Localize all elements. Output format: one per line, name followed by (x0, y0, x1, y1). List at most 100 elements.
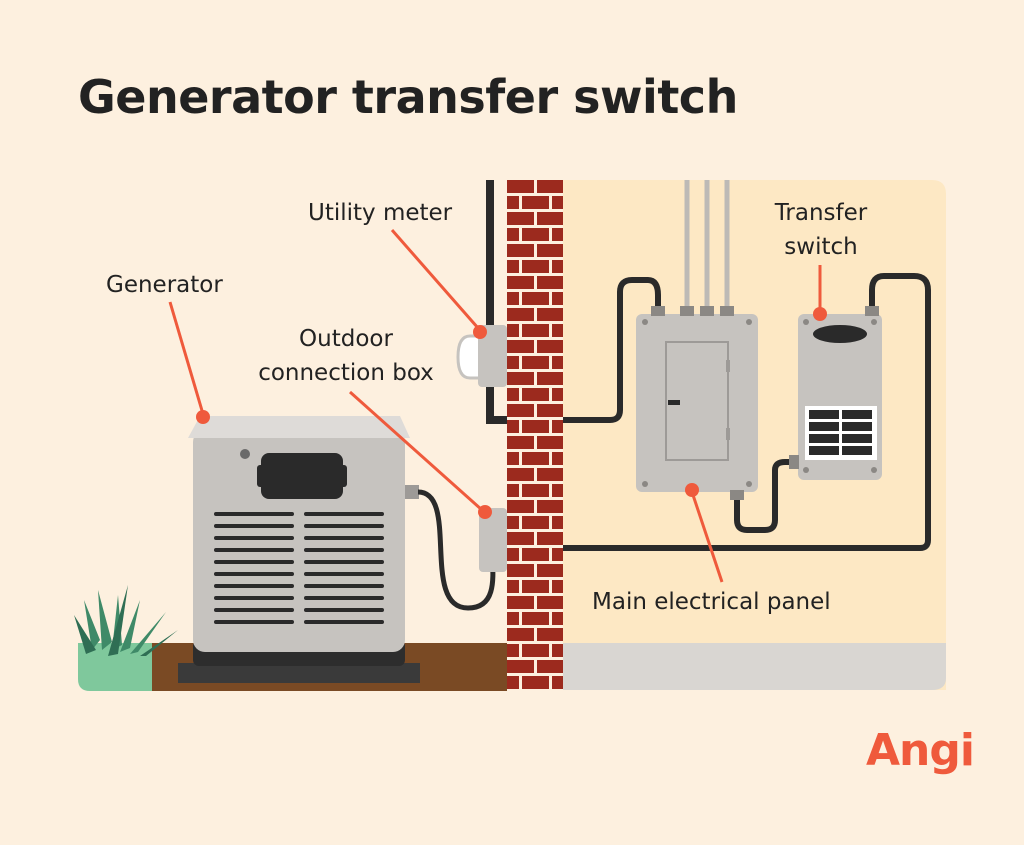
transfer-switch-dot (813, 307, 827, 321)
brick (537, 532, 563, 545)
label-transfer-line1: Transfer (774, 200, 868, 226)
brick (537, 436, 563, 449)
brick (507, 516, 519, 529)
brick (552, 420, 563, 433)
brick (552, 548, 563, 561)
brick (552, 260, 563, 273)
brick (522, 420, 549, 433)
brick (537, 596, 563, 609)
vent-slot (214, 620, 294, 624)
brick (507, 468, 534, 481)
grille-slot (842, 434, 872, 443)
vent-slot (214, 548, 294, 552)
brick (537, 340, 563, 353)
brick (552, 356, 563, 369)
label-outdoor-line2: connection box (258, 360, 434, 386)
label-utility-meter-text: Utility meter (308, 200, 453, 226)
interior-wiring (563, 273, 931, 551)
brick (507, 676, 519, 689)
brick (507, 404, 534, 417)
outdoor-box-dot (478, 505, 492, 519)
callouts (168, 229, 827, 583)
vent-slot (214, 608, 294, 612)
brick (552, 644, 563, 657)
main-panel-pointer (690, 491, 724, 583)
brick (537, 276, 563, 289)
brick (507, 356, 519, 369)
brick (507, 612, 519, 625)
vent-slot (304, 608, 384, 612)
brick (507, 644, 519, 657)
brick (507, 292, 519, 305)
brick (552, 388, 563, 401)
utility-meter-dot (473, 325, 487, 339)
brick (507, 628, 534, 641)
vent-slot (304, 572, 384, 576)
brick (507, 484, 519, 497)
brick (522, 484, 549, 497)
grille-slot (809, 410, 839, 419)
brick (507, 436, 534, 449)
brick (522, 516, 549, 529)
grille-slot (809, 422, 839, 431)
brick (522, 356, 549, 369)
label-main-electrical-panel: Main electrical panel (592, 585, 831, 619)
brick (537, 404, 563, 417)
brick (522, 676, 549, 689)
utility-meter (478, 325, 507, 387)
brick (522, 580, 549, 593)
brick (522, 612, 549, 625)
vent-slot (214, 584, 294, 588)
brick (507, 580, 519, 593)
brick (552, 228, 563, 241)
brick (507, 500, 534, 513)
brick (507, 324, 519, 337)
brick (522, 196, 549, 209)
page-title: Generator transfer switch (78, 70, 738, 124)
brick-wall (507, 180, 563, 691)
brick (522, 324, 549, 337)
brick (537, 212, 563, 225)
grille-slot (809, 434, 839, 443)
brick (552, 196, 563, 209)
brick (537, 500, 563, 513)
generator-cable (417, 489, 496, 611)
vent-slot (304, 548, 384, 552)
label-outdoor-connection-box: Outdoor connection box (250, 322, 442, 390)
vent-slot (214, 512, 294, 516)
vent-slot (304, 596, 384, 600)
brick (507, 276, 534, 289)
brick (552, 676, 563, 689)
transfer-switch-grille (809, 410, 872, 455)
brick (552, 484, 563, 497)
brick (552, 452, 563, 465)
label-generator-text: Generator (106, 272, 223, 298)
brick (507, 420, 519, 433)
vent-slot (214, 560, 294, 564)
brick (507, 452, 519, 465)
brick (507, 548, 519, 561)
grille-slot (842, 422, 872, 431)
brick (507, 244, 534, 257)
brick (522, 228, 549, 241)
vent-slot (214, 596, 294, 600)
brick (537, 180, 563, 193)
brick (522, 292, 549, 305)
vent-slot (304, 620, 384, 624)
label-generator: Generator (106, 268, 223, 302)
utility-service-line (486, 180, 507, 424)
brick (537, 628, 563, 641)
label-transfer-line2: switch (784, 234, 858, 260)
brick (507, 196, 519, 209)
brick (507, 596, 534, 609)
brick (537, 660, 563, 673)
generator-vents (214, 512, 384, 624)
conduits (684, 180, 730, 312)
grille-slot (842, 446, 872, 455)
brick (507, 660, 534, 673)
grille-slot (842, 410, 872, 419)
brick (507, 180, 534, 193)
grass-patch (78, 643, 152, 691)
vent-slot (214, 572, 294, 576)
